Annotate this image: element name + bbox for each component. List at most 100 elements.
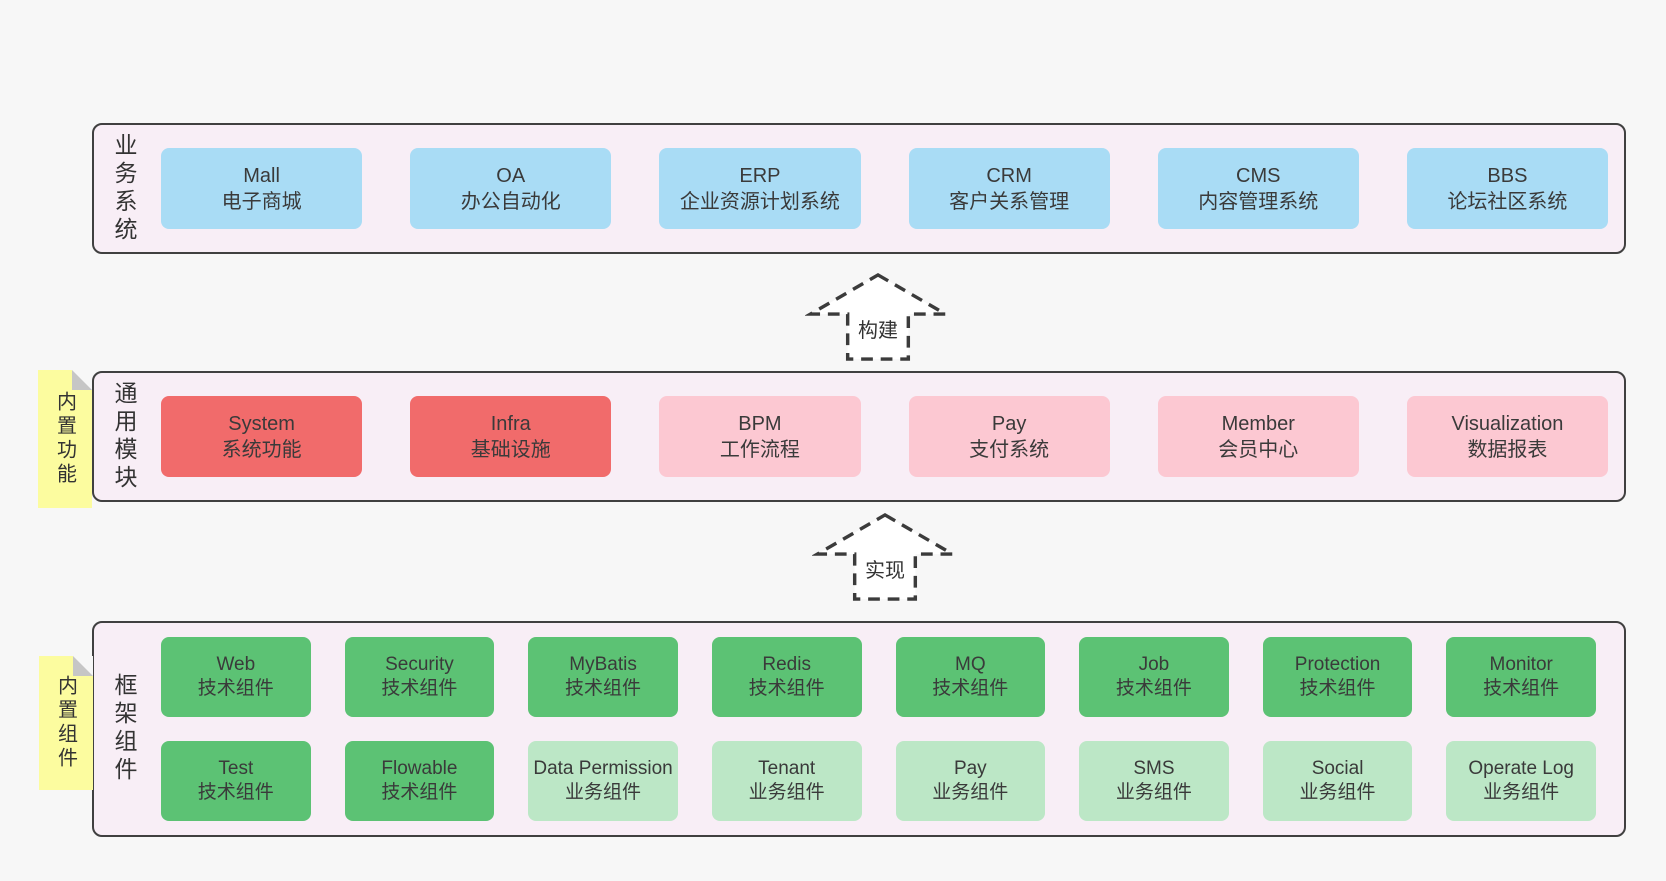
box-web: Web 技术组件 <box>161 637 311 717</box>
box-title: Operate Log <box>1468 758 1574 779</box>
box-bpm: BPM 工作流程 <box>659 396 861 477</box>
box-title: Test <box>218 758 254 779</box>
box-member: Member 会员中心 <box>1157 396 1359 477</box>
box-infra: Infra 基础设施 <box>410 396 612 477</box>
box-subtitle: 企业资源计划系统 <box>679 190 840 213</box>
arrow-implement: 实现 <box>812 512 958 602</box>
box-subtitle: 业务组件 <box>748 782 825 803</box>
box-visualization: Visualization 数据报表 <box>1406 396 1609 477</box>
box-title: OA <box>496 164 526 187</box>
box-title: BBS <box>1487 164 1528 187</box>
box-system: System 系统功能 <box>161 396 363 477</box>
box-subtitle: 技术组件 <box>1483 678 1560 699</box>
box-flowable: Flowable 技术组件 <box>344 741 495 821</box>
box-monitor: Monitor 技术组件 <box>1446 637 1596 717</box>
box-title: Member <box>1221 412 1295 435</box>
business-box-row: Mall 电子商城 OA 办公自动化 ERP 企业资源计划系统 CRM 客户关系… <box>161 148 1609 229</box>
box-title: System <box>228 412 295 435</box>
box-title: Visualization <box>1451 412 1564 435</box>
framework-grid: Web 技术组件 Security 技术组件 MyBatis 技术组件 Redi… <box>161 637 1596 821</box>
box-crm: CRM 客户关系管理 <box>908 148 1110 229</box>
box-job: Job 技术组件 <box>1079 637 1229 717</box>
box-pay-component: Pay 业务组件 <box>895 741 1046 821</box>
box-data-permission: Data Permission 业务组件 <box>528 741 678 821</box>
box-title: CRM <box>986 164 1032 187</box>
sticky-note-text: 内置组件 <box>54 675 77 771</box>
box-title: Job <box>1138 654 1170 675</box>
box-bbs: BBS 论坛社区系统 <box>1406 148 1609 229</box>
box-mq: MQ 技术组件 <box>895 637 1046 717</box>
box-subtitle: 数据报表 <box>1467 438 1548 461</box>
box-title: ERP <box>739 164 781 187</box>
box-title: Security <box>385 654 454 675</box>
box-title: Redis <box>762 654 811 675</box>
box-title: Mall <box>243 164 280 187</box>
box-subtitle: 技术组件 <box>197 782 274 803</box>
panel-common-modules: 通用模块 System 系统功能 Infra 基础设施 BPM 工作流程 Pay… <box>92 371 1626 502</box>
box-title: MyBatis <box>569 654 637 675</box>
box-subtitle: 论坛社区系统 <box>1447 190 1568 213</box>
box-title: Social <box>1311 758 1364 779</box>
box-subtitle: 业务组件 <box>932 782 1009 803</box>
box-title: Infra <box>490 412 531 435</box>
box-subtitle: 技术组件 <box>932 678 1009 699</box>
box-security: Security 技术组件 <box>344 637 495 717</box>
box-title: BPM <box>738 412 782 435</box>
arrow-build-label: 构建 <box>856 314 900 343</box>
box-subtitle: 系统功能 <box>221 438 302 461</box>
box-redis: Redis 技术组件 <box>711 637 862 717</box>
box-subtitle: 内容管理系统 <box>1198 190 1319 213</box>
box-title: Data Permission <box>533 758 673 779</box>
box-title: Pay <box>953 758 987 779</box>
box-title: Pay <box>991 412 1027 435</box>
box-title: CMS <box>1236 164 1281 187</box>
box-subtitle: 技术组件 <box>1299 678 1376 699</box>
box-test: Test 技术组件 <box>161 741 311 821</box>
box-subtitle: 办公自动化 <box>460 190 561 213</box>
box-mybatis: MyBatis 技术组件 <box>528 637 678 717</box>
box-title: SMS <box>1133 758 1175 779</box>
box-erp: ERP 企业资源计划系统 <box>659 148 861 229</box>
box-subtitle: 技术组件 <box>381 782 458 803</box>
box-protection: Protection 技术组件 <box>1262 637 1413 717</box>
box-sms: SMS 业务组件 <box>1079 741 1229 821</box>
box-social: Social 业务组件 <box>1262 741 1413 821</box>
box-title: Flowable <box>381 758 458 779</box>
box-subtitle: 客户关系管理 <box>949 190 1070 213</box>
box-pay-module: Pay 支付系统 <box>908 396 1110 477</box>
box-subtitle: 会员中心 <box>1218 438 1299 461</box>
box-subtitle: 技术组件 <box>748 678 825 699</box>
box-subtitle: 业务组件 <box>565 782 642 803</box>
box-subtitle: 技术组件 <box>1115 678 1192 699</box>
box-title: Tenant <box>758 758 816 779</box>
box-title: Protection <box>1294 654 1381 675</box>
panel-common-modules-label: 通用模块 <box>111 380 137 493</box>
panel-business-systems-label: 业务系统 <box>111 132 137 245</box>
box-subtitle: 工作流程 <box>719 438 800 461</box>
panel-framework-components-label: 框架组件 <box>111 673 137 785</box>
box-subtitle: 技术组件 <box>565 678 642 699</box>
panel-framework-components: 框架组件 Web 技术组件 Security 技术组件 MyBatis 技术组件… <box>92 621 1626 837</box>
modules-box-row: System 系统功能 Infra 基础设施 BPM 工作流程 Pay 支付系统… <box>161 396 1609 477</box>
box-tenant: Tenant 业务组件 <box>711 741 862 821</box>
sticky-note-built-in-features: 内置功能 <box>38 370 92 508</box>
box-subtitle: 业务组件 <box>1115 782 1192 803</box>
box-title: MQ <box>955 654 986 675</box>
box-subtitle: 技术组件 <box>197 678 274 699</box>
box-mall: Mall 电子商城 <box>161 148 363 229</box>
box-oa: OA 办公自动化 <box>410 148 612 229</box>
box-subtitle: 电子商城 <box>221 190 302 213</box>
box-title: Monitor <box>1489 654 1553 675</box>
box-cms: CMS 内容管理系统 <box>1157 148 1359 229</box>
arrow-build: 构建 <box>805 272 951 362</box>
box-subtitle: 业务组件 <box>1299 782 1376 803</box>
box-subtitle: 技术组件 <box>381 678 458 699</box>
box-subtitle: 支付系统 <box>969 438 1050 461</box>
panel-business-systems: 业务系统 Mall 电子商城 OA 办公自动化 ERP 企业资源计划系统 CRM… <box>92 123 1626 254</box>
box-title: Web <box>216 654 256 675</box>
arrow-implement-label: 实现 <box>863 554 907 583</box>
sticky-note-built-in-components: 内置组件 <box>39 656 93 790</box>
sticky-note-text: 内置功能 <box>53 391 76 487</box>
box-operate-log: Operate Log 业务组件 <box>1446 741 1596 821</box>
